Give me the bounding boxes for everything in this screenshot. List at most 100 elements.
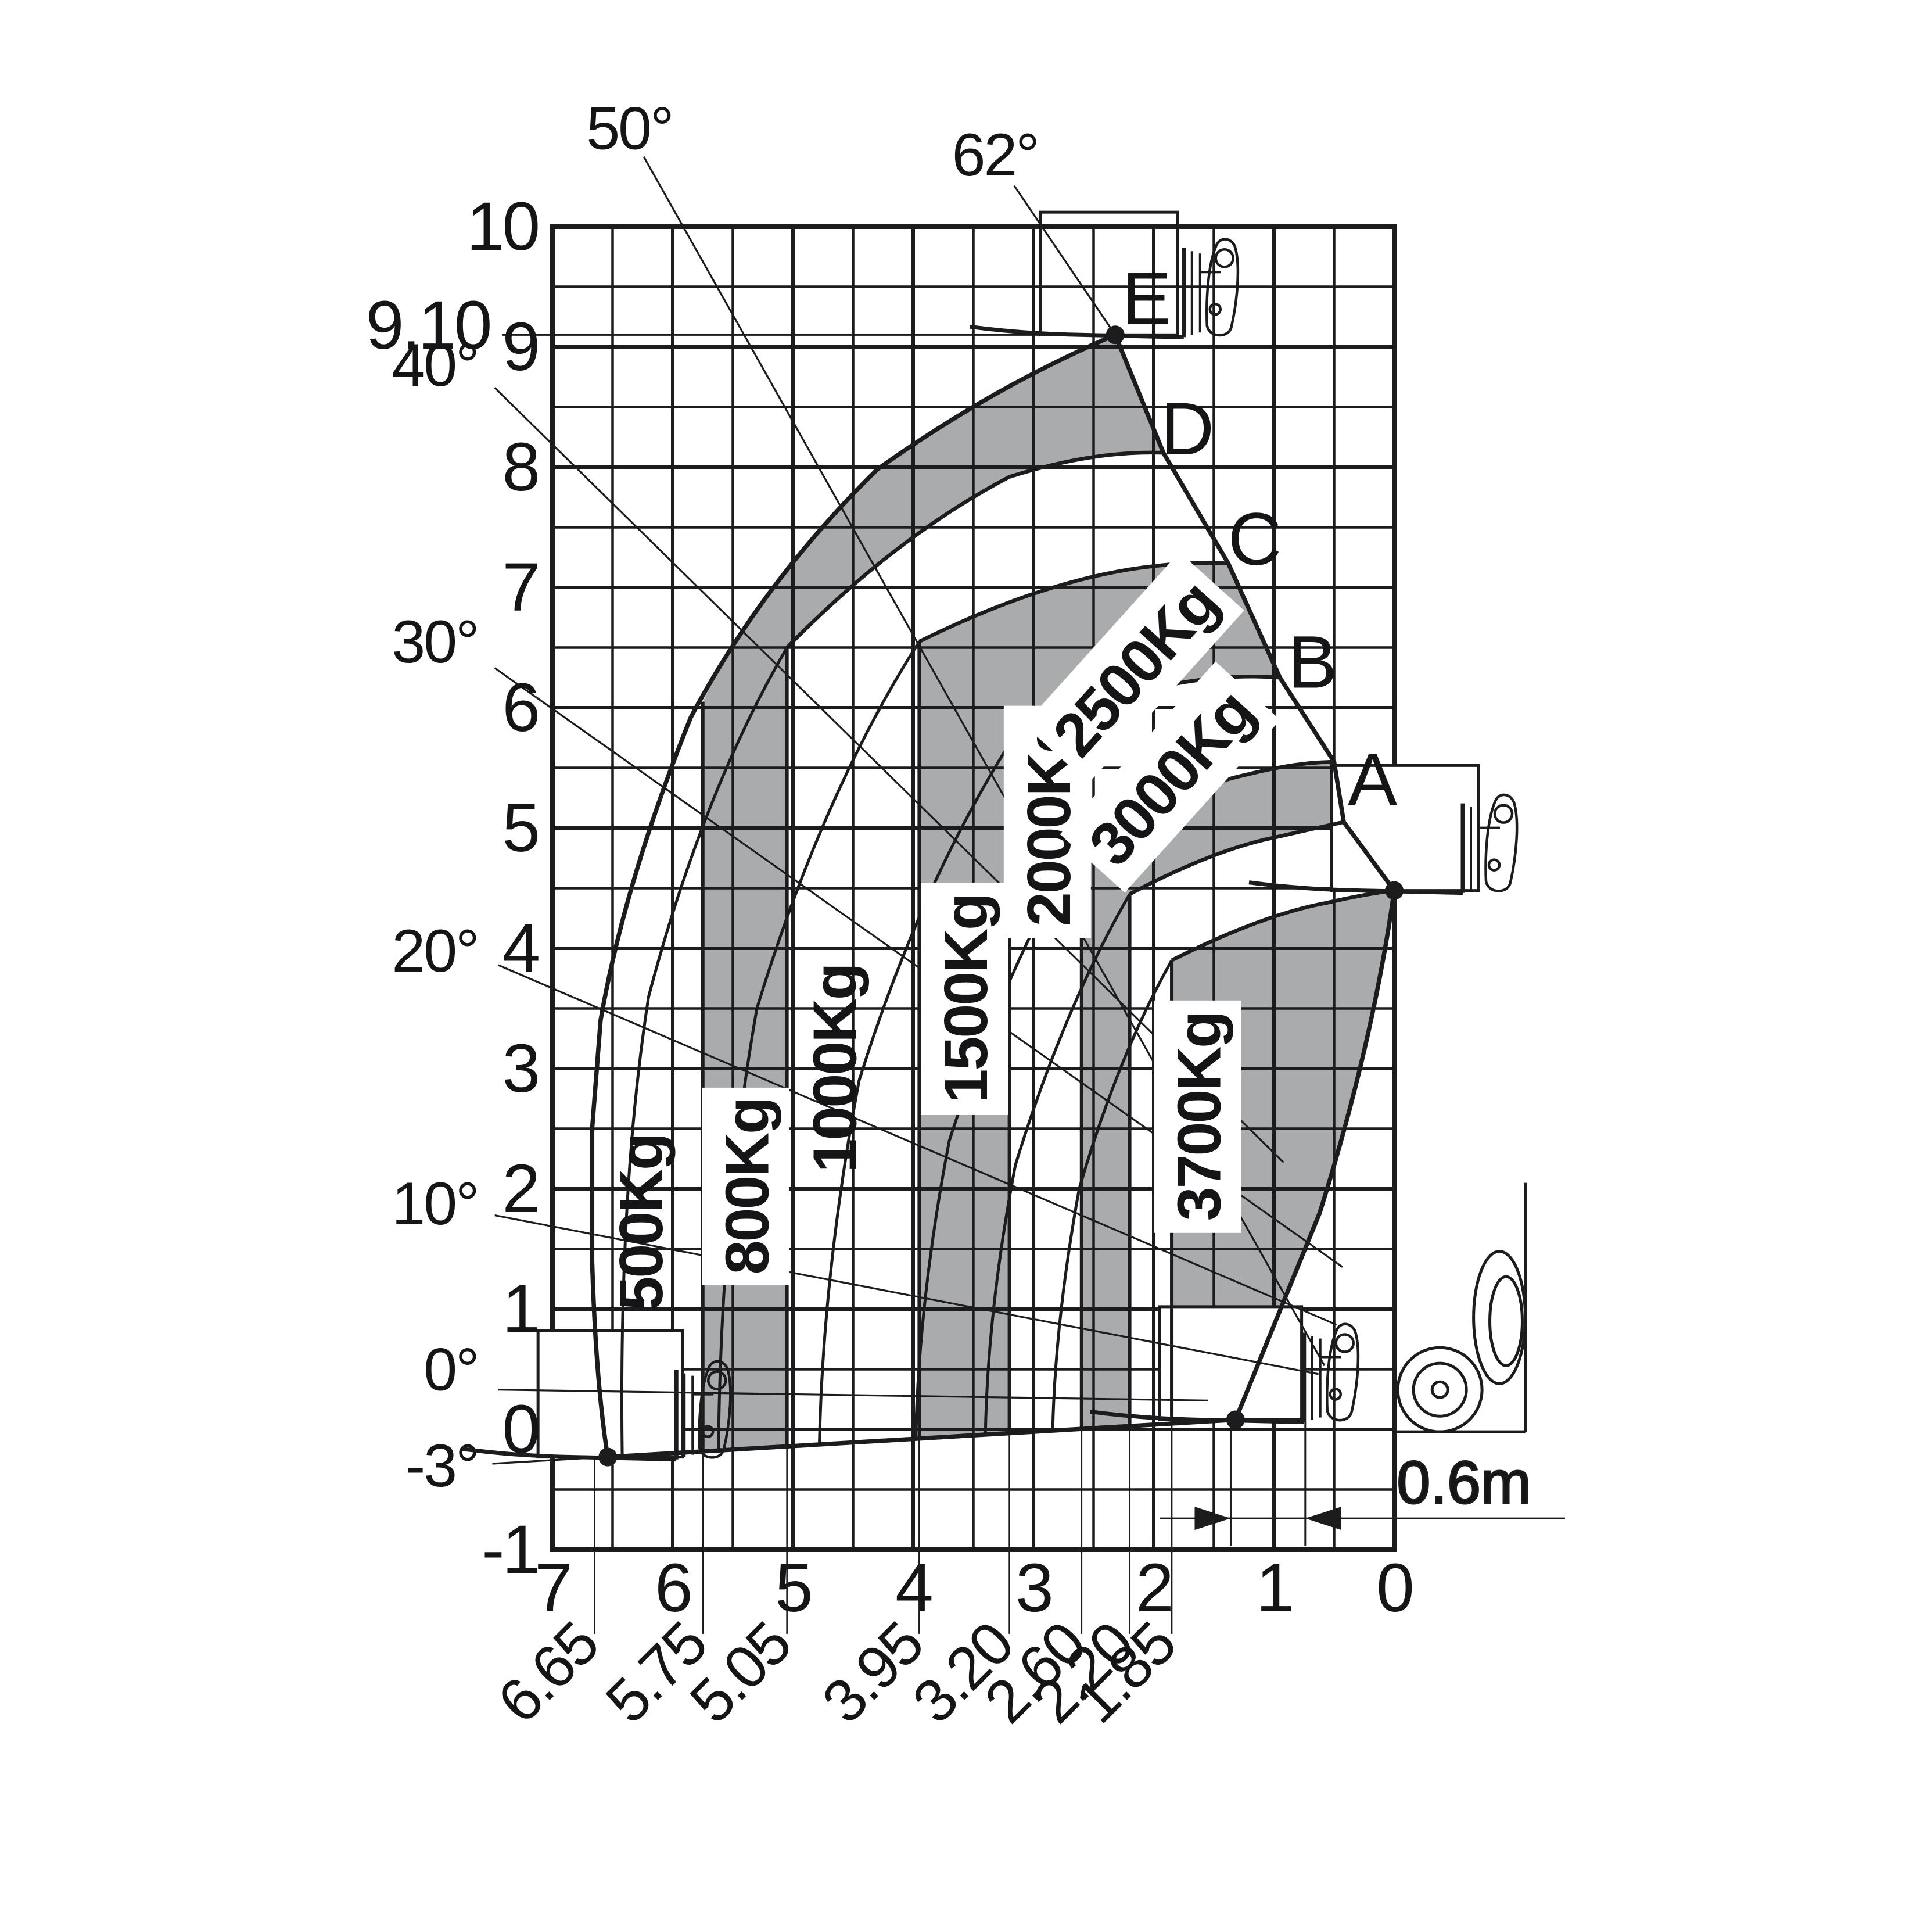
capacity-point-dot (1106, 325, 1125, 345)
y-tick-label: 4 (503, 910, 539, 987)
capacity-label-box (1024, 552, 1244, 783)
max-height-label: 9.10 (366, 287, 490, 364)
rear-wheel-arch-icon (1472, 1250, 1527, 1385)
boom-extension-arc (785, 450, 1164, 649)
boom-position-letter: C (1228, 498, 1282, 581)
dimension-arrowhead (1194, 1507, 1231, 1530)
reach-value-label: 5.05 (677, 1610, 803, 1736)
tilt-linkage-icon (1484, 793, 1519, 892)
fork-blade-icon (1090, 1409, 1304, 1424)
linkage-hole-icon (706, 1370, 727, 1390)
y-tick-label: 9 (503, 309, 539, 385)
y-tick-label: 8 (503, 429, 539, 506)
capacity-label: 800Kg (713, 1098, 781, 1274)
angle-label: 10° (392, 1170, 478, 1238)
fork-blade-icon (970, 324, 1184, 339)
y-tick-label: 5 (503, 790, 539, 866)
capacity-label-group: 3700Kg (1154, 1000, 1241, 1233)
linkage-hole-icon (1493, 804, 1514, 824)
load-box-outline (536, 1329, 684, 1459)
capacity-zone-grey (702, 335, 1164, 1451)
dimension-label: 0.6m (1397, 1449, 1531, 1517)
load-box-outline (1330, 764, 1480, 892)
boom-angle-ray (498, 964, 1337, 1326)
boom-arc-extension (818, 743, 1011, 1444)
boom-angle-ray (498, 1389, 1208, 1401)
angle-label: 50° (586, 95, 672, 162)
capacity-label-box (1154, 1000, 1241, 1233)
y-tick-label: 2 (503, 1150, 539, 1227)
reach-value-label: 6.65 (485, 1610, 611, 1736)
fork-icon-bottom-right (1090, 1322, 1360, 1429)
fork-icon-top-62deg (970, 238, 1240, 345)
boom-extension-arc (1171, 888, 1395, 962)
capacity-point-dot (1226, 1410, 1245, 1429)
capacity-label: 3700Kg (1165, 1012, 1234, 1221)
boom-arc-extension (984, 893, 1131, 1435)
angle-label: 0° (423, 1336, 478, 1404)
linkage-hole-icon (1329, 1388, 1343, 1401)
capacity-label-group: 1500Kg (921, 882, 1008, 1115)
x-tick-label: 7 (534, 1550, 570, 1626)
rear-wheel-inner-icon (1488, 1275, 1524, 1367)
linkage-hole-icon (1214, 248, 1235, 268)
boom-extension-arc (918, 561, 1229, 644)
angle-label: -3° (405, 1432, 478, 1500)
x-tick-label: 0 (1376, 1550, 1412, 1626)
fork-blade-icon (1248, 880, 1463, 895)
angle-label: 40° (392, 332, 478, 399)
y-tick-label: 6 (503, 669, 539, 746)
boom-position-letter: D (1161, 388, 1214, 471)
load-envelope-outline (590, 332, 1397, 1460)
linkage-hole-icon (1208, 303, 1222, 316)
x-tick-label: 4 (895, 1550, 932, 1626)
capacity-label: 1500Kg (932, 894, 1000, 1103)
x-tick-label: 5 (775, 1550, 811, 1626)
y-tick-label: -1 (482, 1511, 538, 1588)
boom-position-letter: E (1122, 257, 1171, 340)
capacity-label-box (702, 1087, 789, 1285)
angle-label: 30° (392, 608, 478, 676)
linkage-hole-icon (701, 1425, 715, 1438)
y-tick-label: 7 (503, 549, 539, 626)
capacity-point-dot (598, 1447, 618, 1467)
boom-extension-arc (1129, 820, 1344, 896)
wheel-icon (1396, 1346, 1484, 1433)
fork-icon-bottom-left (462, 1360, 732, 1467)
angle-label: 62° (952, 121, 1038, 189)
boom-angle-ray (1013, 185, 1117, 336)
capacity-label-box (1060, 661, 1280, 893)
boom-angle-ray (494, 387, 1284, 1163)
capacity-label-group: 800Kg (702, 1087, 789, 1285)
dimension-arrowhead (1305, 1507, 1341, 1530)
boom-position-letter: A (1348, 739, 1398, 822)
capacity-label-group: 1000Kg (801, 964, 869, 1173)
boom-angle-ray (494, 1214, 1319, 1375)
linkage-hole-icon (1487, 858, 1501, 872)
linkage-hole-icon (1334, 1333, 1355, 1353)
y-tick-label: 10 (466, 188, 539, 265)
y-tick-label: 1 (503, 1271, 539, 1347)
angle-label: 20° (392, 917, 478, 985)
x-tick-label: 3 (1015, 1550, 1051, 1626)
load-boxes (536, 210, 1480, 1459)
boom-position-letter: B (1288, 621, 1337, 704)
boom-arc-extension (1051, 959, 1173, 1431)
capacity-label-box (921, 882, 1008, 1115)
x-tick-label: 1 (1256, 1550, 1292, 1626)
y-tick-label: 3 (503, 1030, 539, 1107)
x-tick-label: 6 (655, 1550, 691, 1626)
load-box-outline (1158, 1305, 1304, 1421)
wheel-icon (1412, 1361, 1468, 1418)
dimension-0-6m: 0.6m (1160, 1422, 1565, 1546)
machine-silhouette (1396, 1182, 1527, 1433)
tilt-linkage-icon (1326, 1322, 1360, 1422)
fork-blade-icon (462, 1447, 677, 1462)
capacity-label-group: 500Kg (607, 1134, 676, 1310)
boom-arc-extension (620, 647, 788, 1456)
